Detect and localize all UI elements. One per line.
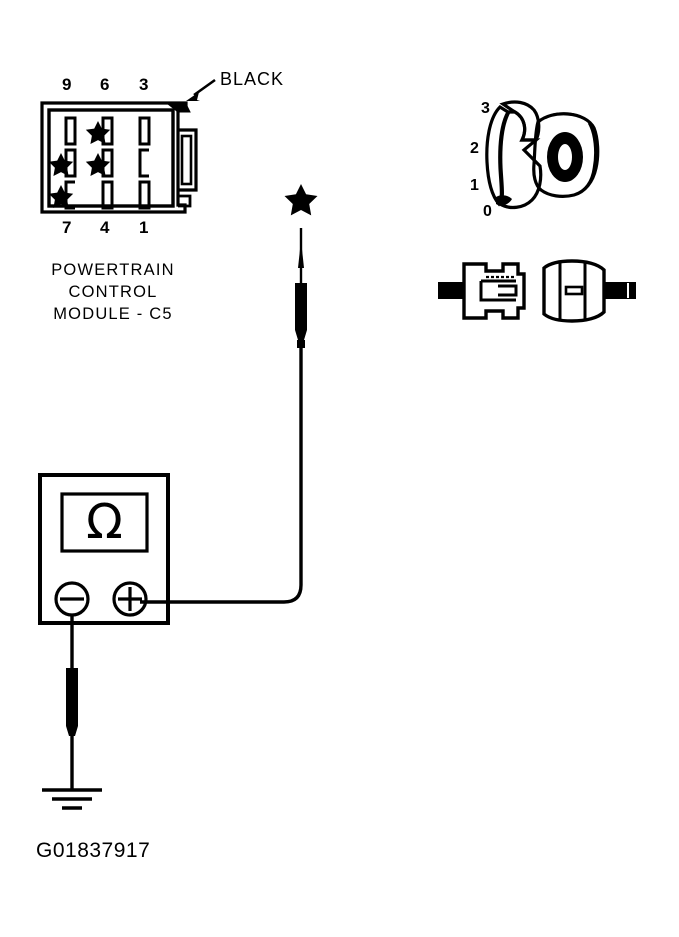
pcm-starred-cavity-markers [48,121,111,208]
pcm-pin-number-9: 9 [62,75,72,94]
ohmmeter-graphic [38,473,170,625]
inline-cavity-number-1: 1 [470,177,479,194]
test-probe-graphic [140,184,318,604]
pcm-pin-number-4: 4 [100,218,110,237]
figure-id-label: G01837917 [36,839,151,862]
probe-star-marker [284,184,318,216]
pcm-pin-number-1: 1 [139,218,149,237]
black-wire-leader-line [186,78,216,101]
inline-cavity-number-0: 0 [483,203,492,220]
ohm-symbol: Ω [86,494,123,550]
pcm-pin-number-7: 7 [62,218,72,237]
pcm-connector-graphic [40,78,216,214]
pcm-label-line-3: MODULE - C5 [53,305,173,323]
pcm-pin-number-3: 3 [139,75,149,94]
inline-connector-graphic [485,100,600,210]
inline-cavity-number-3: 3 [481,100,490,117]
pcm-label-line-1: POWERTRAIN [51,261,175,279]
pcm-label-line-2: CONTROL [68,283,158,301]
inline-cavity-number-2: 2 [470,140,479,157]
connector-pair-graphic [438,259,636,323]
black-wire-label: BLACK [220,69,285,89]
pcm-pin-number-6: 6 [100,75,110,94]
ground-lead-graphic [42,615,102,810]
